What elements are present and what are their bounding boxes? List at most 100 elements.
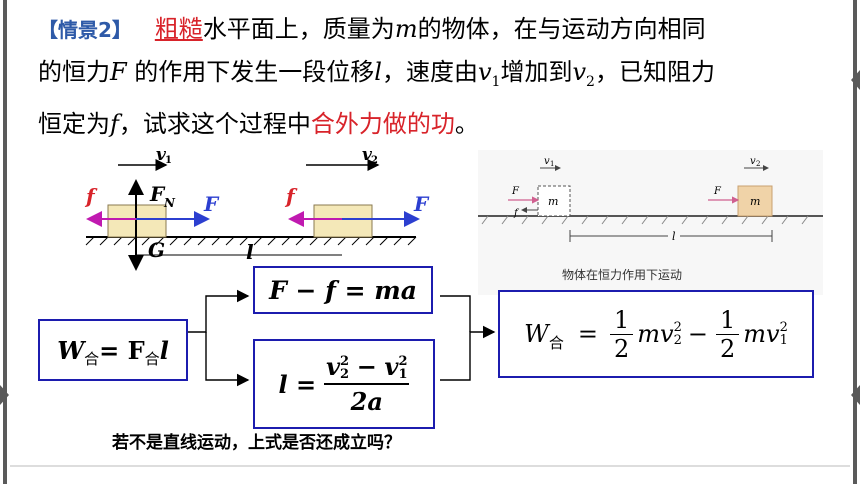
photo-v1: v [544,156,550,167]
scenario-text-part: 的恒力 [38,58,110,86]
ground-hatch [155,236,165,246]
work-W: W [57,335,85,365]
photo-F1: F [511,186,520,197]
ground-hatch [169,236,179,246]
kin-v2: v [326,351,341,381]
frac-2-num: 1 [715,306,740,335]
photo-hatch [741,215,749,225]
photo-hatch [801,215,809,225]
work-l: l [159,335,169,365]
photo-hatch [681,215,689,225]
result-frac-2: 1 2 [715,306,740,363]
photo-m2: m [750,195,760,208]
photo-hatch [501,215,509,225]
ground-hatch [253,236,263,246]
photo-hatch [761,215,769,225]
kin-v2-exp: 2 [340,354,350,370]
left-arrow-decoration [0,385,9,405]
left-frame-bar [3,0,7,484]
photo-hatch [721,215,729,225]
ground-hatch [225,236,235,246]
net-work-keyword: 合外力做的功 [310,109,455,138]
photo-v1-sub: 1 [550,160,554,168]
ground-hatch [379,236,389,246]
result-exp-1: 2 [779,320,788,335]
scenario-line-2: 的恒力F 的作用下发生一段位移l，速度由v1增加到v2，已知阻力 [38,51,838,103]
rough-keyword: 粗糙 [154,15,203,43]
v1-diagram-label: v [156,145,167,165]
scenario-text-part: ，速度由 [381,58,478,86]
frac-1-num: 1 [609,306,634,335]
connector-from-kinematics [440,325,496,381]
force-label-2: F [413,192,430,216]
textbook-figure-svg: m v 1 F f m v 2 F l [478,156,823,243]
scenario-text-part: 恒定为 [38,109,110,138]
ground-hatch [309,236,319,246]
ground-hatch [267,236,277,246]
friction-label-1: f [84,184,98,208]
result-minus: − [687,320,708,348]
kin-v1-exp: 2 [398,354,408,370]
v1-symbol: v [477,58,492,86]
connector-to-kinematics [205,332,250,387]
ground-hatch [337,236,347,246]
kin-minus: − [356,351,377,381]
ground-hatch [211,236,221,246]
displacement-symbol: l [374,58,382,86]
ground-hatch [197,236,207,246]
ground-hatch [351,236,361,246]
friction-label-2: f [284,184,298,208]
ground-hatch [239,236,249,246]
scenario-text-part: 增加到 [500,58,573,86]
normal-force-sub: N [163,196,176,210]
result-sub-2: 2 [673,333,682,348]
ground-hatch [99,236,109,246]
frac-1-den: 2 [613,334,630,363]
result-frac-1: 1 2 [609,306,634,363]
photo-hatch [641,215,649,225]
friction-symbol: f [110,109,119,138]
result-mv-2: mv [637,320,674,348]
photo-hatch [781,215,789,225]
mass-symbol: m [394,15,418,43]
right-arrow-decoration [851,70,860,90]
v2-symbol: v [572,58,587,86]
scenario-line-3: 恒定为f，试求这个过程中合外力做的功。 [38,103,838,145]
normal-force-label: F [149,182,166,206]
scenario-text-part: 的物体，在与运动方向相同 [417,15,706,43]
scenario-text-part: 水平面上，质量为 [202,15,395,43]
work-sub: 合 [84,349,100,368]
question-text: 若不是直线运动，上式是否还成立吗？ [112,433,401,453]
v1-diagram-sub: 1 [165,155,172,166]
scenario-text-part: 。 [454,109,479,138]
kin-v1-sub: 1 [398,367,408,383]
photo-l: l [672,230,676,243]
result-exp-2: 2 [673,320,682,335]
photo-hatch [581,215,589,225]
frac-2-den: 2 [719,334,736,363]
gravity-label: G [148,238,165,262]
ground-hatch [281,236,291,246]
textbook-caption: 物体在恒力作用下运动 [562,268,683,282]
photo-m1: m [548,195,558,208]
photo-hatch [701,215,709,225]
ground-hatch [141,236,151,246]
result-sub: 合 [548,333,564,352]
force-symbol: F [110,58,127,86]
photo-hatch [521,215,529,225]
photo-f1: f [513,208,520,219]
v2-diagram-sub: 2 [371,155,378,166]
ground-hatch [393,236,403,246]
photo-hatch [621,215,629,225]
v1-subscript: 1 [491,73,501,90]
kin-denominator: 2a [350,387,383,417]
ground-hatch [183,236,193,246]
scenario-tag: 【情景2】 [38,18,132,42]
